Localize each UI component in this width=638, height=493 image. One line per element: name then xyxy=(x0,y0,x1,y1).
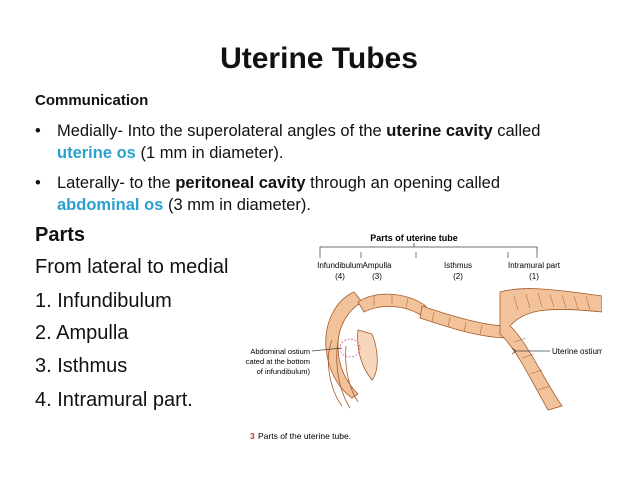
label-ampulla: Ampulla xyxy=(363,261,392,270)
bullet2-accent: abdominal os xyxy=(57,196,164,214)
parts-item: 1. Infundibulum xyxy=(35,290,172,312)
bullet-laterally: • Laterally- to the peritoneal cavity th… xyxy=(35,172,615,216)
parts-item: 4. Intramural part. xyxy=(35,389,193,411)
fimbriae xyxy=(327,339,359,409)
abdominal-ostium-label: Abdominal ostium xyxy=(250,347,310,356)
bullet1-lead: Medially- Into the superolateral angles … xyxy=(57,122,387,140)
bullet-dot: • xyxy=(35,122,41,140)
bullet-medially: • Medially- Into the superolateral angle… xyxy=(35,120,615,164)
abdominal-ostium-note: ocated at the bottom xyxy=(246,357,310,366)
parts-heading: Parts xyxy=(35,224,86,246)
infundibulum-shape xyxy=(325,291,363,399)
bullet-text: Laterally- to the peritoneal cavity thro… xyxy=(57,172,617,216)
uterine-tube-figure: Parts of uterine tube Infundibulum (4) A… xyxy=(246,233,602,441)
label-intramural-num: (1) xyxy=(529,272,539,281)
bullet-dot: • xyxy=(35,174,41,192)
communication-heading: Communication xyxy=(35,92,149,109)
bullet1-tail: (1 mm in diameter). xyxy=(135,144,284,162)
uterus-wall xyxy=(499,288,602,411)
bullet-text: Medially- Into the superolateral angles … xyxy=(57,120,617,164)
bullet1-bold: uterine cavity xyxy=(386,122,493,140)
label-isthmus: Isthmus xyxy=(444,261,472,270)
caption-number: 3 xyxy=(250,431,255,441)
header-bracket xyxy=(319,246,538,252)
figure-caption: Parts of the uterine tube. xyxy=(258,431,351,441)
label-ampulla-num: (3) xyxy=(372,272,382,281)
hatching xyxy=(373,292,591,391)
bullet2-lead: Laterally- to the xyxy=(57,174,176,192)
figure-header: Parts of uterine tube xyxy=(370,233,458,243)
parts-intro: From lateral to medial xyxy=(35,256,229,278)
parts-item: 2. Ampulla xyxy=(35,322,129,344)
bullet2-after: through an opening called xyxy=(305,174,501,192)
label-isthmus-num: (2) xyxy=(453,272,463,281)
slide-title: Uterine Tubes xyxy=(220,42,418,75)
abdominal-ostium-note: of infundibulum) xyxy=(257,367,311,376)
uterine-ostium-label: Uterine ostium xyxy=(552,347,602,356)
isthmus-shape xyxy=(419,305,509,339)
label-intramural: Intramural part xyxy=(508,261,561,270)
bullet1-accent: uterine os xyxy=(57,144,136,162)
parts-item: 3. Isthmus xyxy=(35,355,128,377)
label-infundibulum-num: (4) xyxy=(335,272,345,281)
abdominal-ostium-marker xyxy=(339,338,361,358)
inner-fold xyxy=(357,329,378,381)
bullet2-bold: peritoneal cavity xyxy=(175,174,306,192)
label-infundibulum: Infundibulum xyxy=(317,261,363,270)
bullet2-tail: (3 mm in diameter). xyxy=(163,196,311,214)
abdominal-ostium-leader xyxy=(311,347,343,352)
uterine-ostium-arrow xyxy=(511,347,517,355)
bullet1-after: called xyxy=(492,122,541,140)
